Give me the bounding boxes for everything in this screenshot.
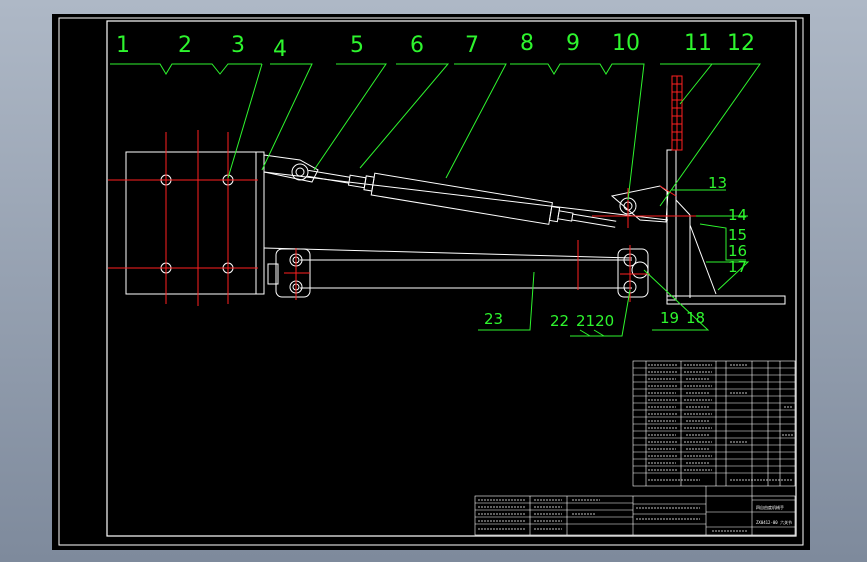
part-label: 5	[350, 33, 364, 58]
part-labels-side: 13 14 15 16 17	[708, 174, 747, 276]
gripper-jaw	[666, 295, 786, 305]
outer-frame	[58, 17, 804, 546]
center-lines	[108, 76, 720, 306]
part-label: 11	[684, 31, 712, 56]
parts-list-rows	[633, 367, 795, 474]
part-label: 15	[728, 226, 747, 244]
part-label: 18	[686, 309, 705, 327]
part-label: 2120	[576, 312, 614, 330]
part-label: 13	[708, 174, 727, 192]
part-labels-bottom: 23 22 2120 19 18	[484, 309, 705, 330]
part-label: 9	[566, 31, 580, 56]
part-label: 17	[728, 258, 747, 276]
clevis-pin	[291, 163, 309, 181]
leader-lines	[110, 63, 761, 337]
part-label: 6	[410, 33, 424, 58]
part-label: 16	[728, 242, 747, 260]
gear-rack-teeth	[672, 76, 682, 150]
lower-clevis-right	[617, 248, 649, 298]
part-label: 8	[520, 31, 534, 56]
part-label: 22	[550, 312, 569, 330]
part-label: 23	[484, 310, 503, 328]
part-label: 7	[465, 33, 479, 58]
part-label: 3	[231, 33, 245, 58]
part-label: 14	[728, 206, 747, 224]
drawing-sheet	[52, 14, 810, 550]
part-labels-top: 1 2 3 4 5 6 7 8 9 10 11 12	[116, 31, 755, 62]
parts-list-text-marks	[648, 364, 794, 481]
title-block-name: 四自由度机械手	[756, 504, 784, 510]
part-label: 4	[273, 37, 287, 62]
parts-list-table	[632, 360, 796, 487]
part-label: 12	[727, 31, 755, 56]
part-label: 1	[116, 33, 130, 58]
part-label: 2	[178, 33, 192, 58]
title-block	[474, 486, 796, 536]
cylinder-clevis	[263, 154, 319, 183]
inner-frame	[106, 20, 797, 537]
part-label: 10	[612, 31, 640, 56]
title-block-code: ZX0412-00 六关节	[756, 519, 792, 525]
part-label: 19	[660, 309, 679, 327]
title-block-text-marks	[478, 499, 748, 532]
